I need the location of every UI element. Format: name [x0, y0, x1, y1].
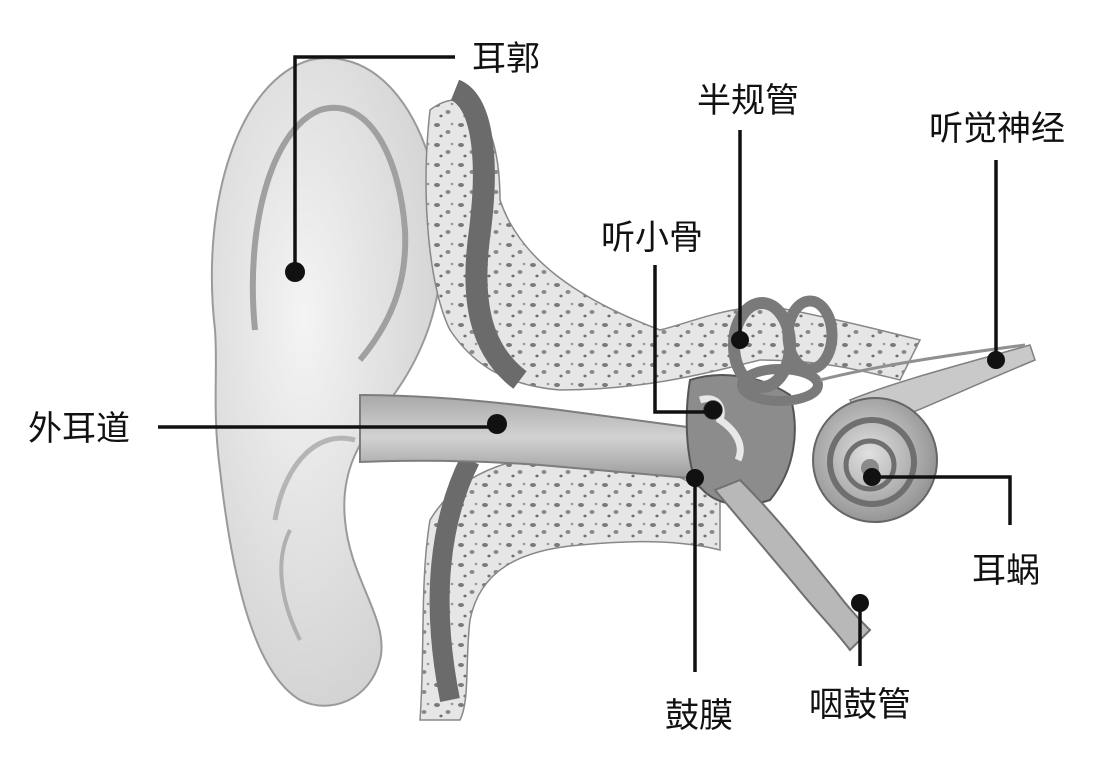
- pinna-illustration: [210, 57, 443, 707]
- eardrum-dot: [686, 469, 704, 487]
- label-eustachian-tube: 咽鼓管: [809, 685, 911, 725]
- ossicles-dot: [704, 401, 722, 419]
- labels: 耳郭 半规管 听觉神经 听小骨 外耳道 耳蜗 鼓膜 咽鼓管: [28, 39, 1065, 736]
- cochlea-leader: [872, 475, 1012, 525]
- label-pinna: 耳郭: [472, 39, 540, 79]
- semicircular-canals-dot: [731, 331, 749, 349]
- eustachian-tube-illustration: [713, 478, 872, 652]
- ear-canal-dot: [487, 414, 507, 434]
- label-cochlea: 耳蜗: [972, 551, 1040, 591]
- ossicles-leader: [653, 265, 713, 414]
- label-eardrum: 鼓膜: [665, 696, 733, 736]
- leader-lines: [158, 55, 1012, 672]
- label-semicircular-canals: 半规管: [697, 81, 799, 121]
- label-ear-canal: 外耳道: [28, 409, 130, 449]
- pinna-leader: [293, 55, 455, 272]
- pinna-dot: [285, 262, 305, 282]
- eustachian-tube-dot: [851, 594, 869, 612]
- cochlea-dot: [863, 468, 881, 486]
- label-auditory-nerve: 听觉神经: [929, 109, 1065, 149]
- cochlea-illustration: [812, 397, 938, 523]
- auditory-nerve-dot: [987, 351, 1005, 369]
- label-ossicles: 听小骨: [601, 218, 703, 258]
